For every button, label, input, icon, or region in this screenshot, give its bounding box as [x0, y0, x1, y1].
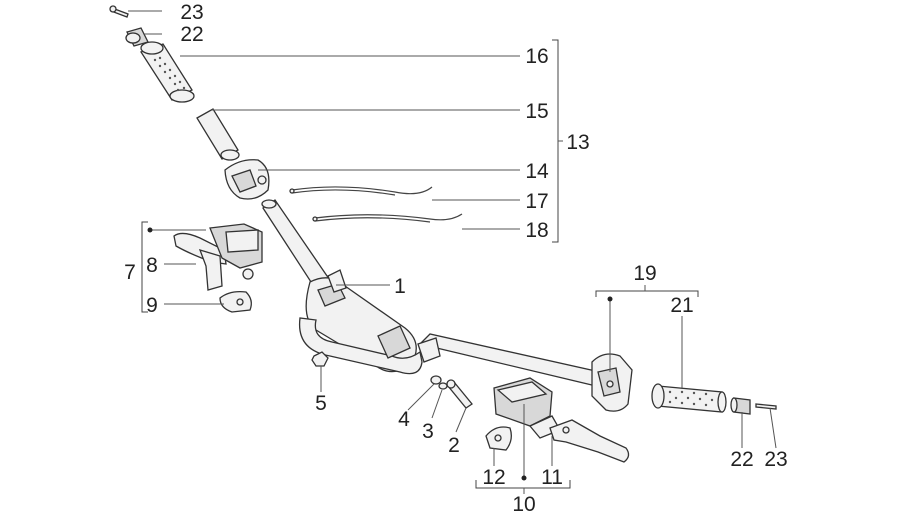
callout-19: 19 [633, 262, 656, 285]
callout-16: 16 [525, 45, 548, 68]
callout-5: 5 [315, 392, 327, 415]
callout-11: 11 [541, 466, 563, 489]
cables [289, 186, 463, 223]
callout-13: 13 [566, 131, 589, 154]
callout-22-top: 22 [180, 23, 203, 46]
callout-12: 12 [482, 466, 505, 489]
callout-7: 7 [124, 261, 136, 284]
left-brake-assembly [173, 223, 263, 313]
callout-14: 14 [525, 160, 549, 183]
callout-9: 9 [146, 294, 158, 317]
callout-21: 21 [670, 294, 693, 317]
callout-17: 17 [525, 190, 548, 213]
callout-4: 4 [398, 408, 410, 431]
nut-5 [311, 351, 329, 367]
washers-and-bolt [430, 375, 473, 409]
left-grip-assembly [109, 5, 270, 200]
callout-10: 10 [512, 493, 535, 514]
right-grip-assembly [591, 353, 777, 415]
callout-labels: 23 22 16 15 13 14 17 18 7 8 9 1 19 21 5 … [124, 1, 788, 514]
callout-8: 8 [146, 254, 158, 277]
callout-2: 2 [448, 434, 460, 457]
callout-15: 15 [525, 100, 548, 123]
callout-23-bottom: 23 [764, 448, 787, 471]
callout-3: 3 [422, 420, 434, 443]
callout-23-top: 23 [180, 1, 203, 24]
handlebar [261, 199, 603, 387]
leader-lines [128, 10, 777, 494]
callout-22-bottom: 22 [730, 448, 753, 471]
right-brake-assembly [485, 377, 630, 463]
callout-18: 18 [525, 219, 548, 242]
callout-1: 1 [394, 275, 406, 298]
